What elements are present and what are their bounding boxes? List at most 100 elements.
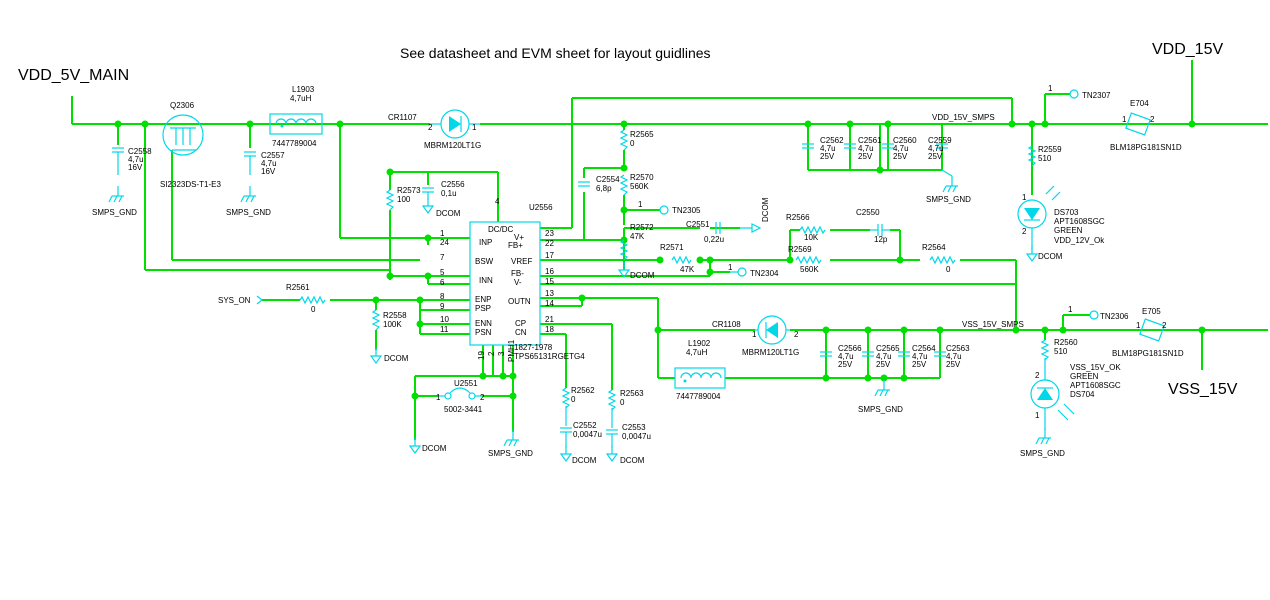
svg-text:24: 24 [440,238,449,247]
r2558-ref: R2558 [383,311,407,320]
svg-text:4,7u: 4,7u [893,144,909,153]
u2556-part1: 1827-1978 [514,343,553,352]
svg-text:PSN: PSN [475,328,492,337]
c2556-gnd: DCOM [436,209,461,218]
svg-text:23: 23 [545,229,554,238]
capacitor-c2553: C2553 0,0047u DCOM [606,423,651,465]
testpoint-tn2304: 1 TN2304 [728,263,779,278]
svg-text:2: 2 [487,351,496,356]
svg-text:25V: 25V [893,152,908,161]
svg-text:2: 2 [794,330,799,339]
inductor-l1903: L1903 4,7uH 7447789004 [269,85,323,148]
r2563-val: 0 [620,398,625,407]
c2551-val: 0,22u [704,235,724,244]
r2571-ref: R2571 [660,243,684,252]
resistor-r2569: R2569 560K [788,245,822,274]
diode-cr1108: CR1108 1 2 MBRM120LT1G [712,315,799,357]
ds704-part: APT1608SGC [1070,381,1121,390]
r2564-ref: R2564 [922,243,946,252]
resistor-r2563: R2563 0 [607,389,644,428]
e705-part: BLM18PG181SN1D [1112,349,1184,358]
rail-vss15: VSS_15V [1168,381,1238,398]
svg-text:25V: 25V [912,360,927,369]
svg-text:C2565: C2565 [876,344,900,353]
ds704-label: VSS_15V_OK [1070,363,1121,372]
svg-text:3: 3 [497,351,506,356]
capacitor-c2566: C2566 4,7u 25V [820,344,862,369]
svg-text:7: 7 [440,253,445,262]
r2570-val: 560K [630,182,649,191]
svg-text:4,7u: 4,7u [946,352,962,361]
c2550-ref: C2550 [856,208,880,217]
u2556-title: DC/DC [488,225,514,234]
svg-text:4,7u: 4,7u [820,144,836,153]
cr1107-pin2: 2 [428,123,433,132]
junction-dots [114,120,1206,400]
rail-vdd5-main: VDD_5V_MAIN [18,67,129,84]
resistor-r2572: R2572 47K DCOM [618,223,655,280]
l1903-ref: L1903 [292,85,315,94]
svg-text:22: 22 [545,239,554,248]
r2559-val: 510 [1038,154,1052,163]
r2566-ref: R2566 [786,213,810,222]
r2558-gnd: DCOM [384,354,409,363]
c2557-val: 4,7u [261,159,277,168]
u2551-gnd-dcom: DCOM [422,444,447,453]
c2550-val: 12p [874,235,888,244]
svg-text:C2564: C2564 [912,344,936,353]
svg-text:V+: V+ [514,233,524,242]
r2572-ref: R2572 [630,223,654,232]
mosfet-q2306: Q2306 SI2323DS-T1-E3 [160,101,221,189]
r2573-val: 100 [397,195,411,204]
svg-text:25V: 25V [858,152,873,161]
svg-text:14: 14 [545,299,554,308]
resistor-r2562: R2562 0 [561,386,595,426]
cr1107-pin1: 1 [472,123,477,132]
svg-text:C2563: C2563 [946,344,970,353]
svg-text:1: 1 [638,200,643,209]
capacitor-c2556: C2556 0,1u DCOM [422,180,465,218]
ds704-ref: DS704 [1070,390,1095,399]
resistor-r2570: R2570 560K [619,173,654,196]
tn2306-label: TN2306 [1100,312,1129,321]
svg-text:11: 11 [440,325,449,334]
svg-text:1: 1 [440,229,445,238]
svg-text:VREF: VREF [511,257,532,266]
r2560-val: 510 [1054,347,1068,356]
testpoint-tn2305: 1 TN2305 [638,200,701,215]
ds703-color: GREEN [1054,226,1083,235]
svg-text:25V: 25V [820,152,835,161]
capacitor-c2559: C2559 4,7u 25V [928,136,952,161]
svg-text:1: 1 [752,330,757,339]
cr1107-ref: CR1107 [388,113,417,122]
svg-text:C2560: C2560 [893,136,917,145]
c2557-gnd: SMPS_GND [226,208,271,217]
svg-text:4,7u: 4,7u [912,352,928,361]
c2551-ref: C2551 [686,220,710,229]
l1902-val: 4,7uH [686,348,708,357]
c2552-ref: C2552 [573,421,597,430]
svg-text:15: 15 [545,277,554,286]
r2570-ref: R2570 [630,173,654,182]
capacitor-c2562: C2562 4,7u 25V [802,136,844,161]
c2552-gnd: DCOM [572,456,597,465]
sys-on-label: SYS_ON [218,296,251,305]
svg-text:1: 1 [1136,321,1141,330]
svg-text:25V: 25V [876,360,891,369]
svg-text:ENN: ENN [475,319,492,328]
r2569-ref: R2569 [788,245,812,254]
resistor-r2564: R2564 0 [922,243,956,274]
r2572-gnd: DCOM [630,271,655,280]
svg-text:17: 17 [545,251,554,260]
svg-text:2: 2 [1022,227,1027,236]
svg-text:BSW: BSW [475,257,494,266]
cr1108-part: MBRM120LT1G [742,348,799,357]
svg-text:1: 1 [1022,193,1027,202]
svg-text:4,7u: 4,7u [858,144,874,153]
svg-text:PMH1: PMH1 [507,339,516,362]
tn2305-label: TN2305 [672,206,701,215]
resistor-r2558: R2558 100K DCOM [370,309,409,364]
tn2304-label: TN2304 [750,269,779,278]
u2556-top-pin: 4 [495,197,500,206]
